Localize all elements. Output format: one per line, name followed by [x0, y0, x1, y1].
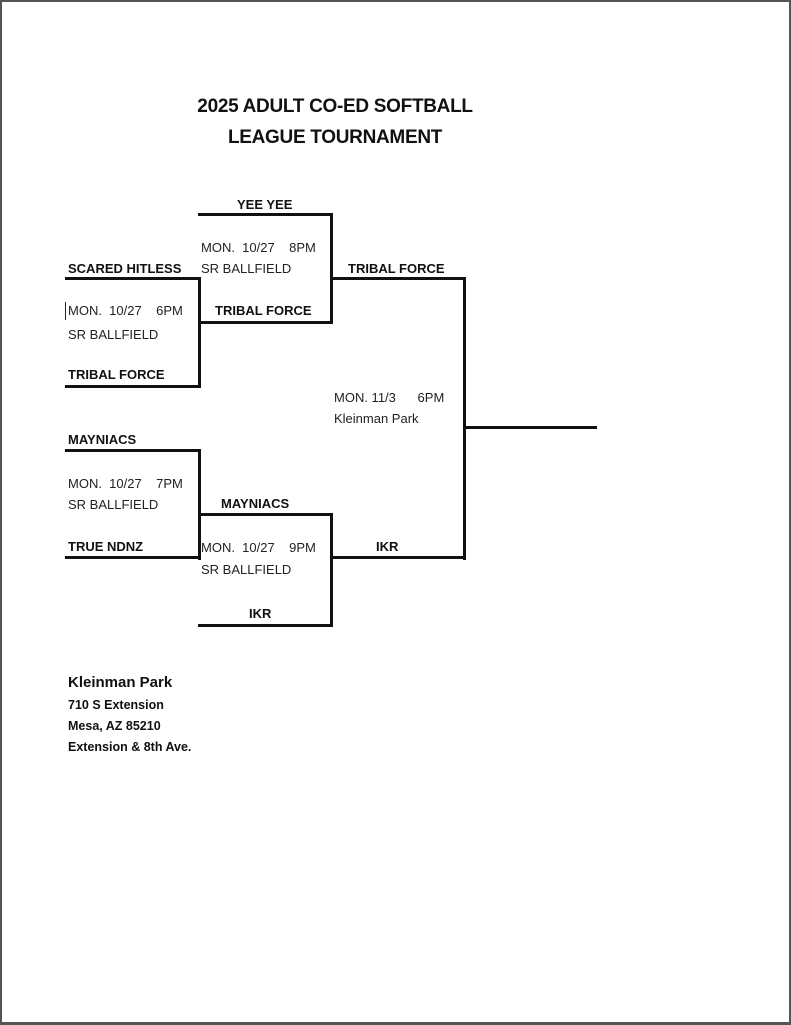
r3-bottom-line — [330, 556, 466, 559]
r3-team-top: TRIBAL FORCE — [348, 261, 445, 276]
r3-location: Kleinman Park — [334, 411, 419, 426]
r3-team-bottom: IKR — [376, 539, 399, 554]
r3-time: MON. 11/3 6PM — [334, 390, 445, 405]
r3-connector — [463, 277, 466, 560]
r1b-team-top: MAYNIACS — [68, 432, 137, 447]
cross-streets: Extension & 8th Ave. — [68, 740, 192, 754]
champion-line — [463, 426, 597, 429]
r1b-game-info: MON. 10/27 7PM SR BALLFIELD — [68, 473, 183, 515]
city-state-zip: Mesa, AZ 85210 — [68, 719, 161, 733]
r2b-team-bottom: IKR — [249, 606, 272, 621]
r2b-top-line — [198, 513, 333, 516]
r1b-top-line — [65, 449, 201, 452]
r3-game-info: MON. 11/3 6PM Kleinman Park — [334, 387, 444, 429]
r1a-team-top: SCARED HITLESS — [68, 261, 182, 276]
r1b-location: SR BALLFIELD — [68, 497, 159, 512]
r2a-game-info: MON. 10/27 8PM SR BALLFIELD — [201, 237, 316, 279]
r2b-bottom-line — [198, 624, 333, 627]
title-line-1: 2025 ADULT CO-ED SOFTBALL — [197, 96, 473, 117]
r1b-bottom-line — [65, 556, 201, 559]
r2a-bottom-line — [198, 321, 333, 324]
r2b-time: MON. 10/27 9PM — [201, 540, 316, 555]
r1a-top-line — [65, 277, 201, 280]
r1b-time: MON. 10/27 7PM — [68, 476, 183, 491]
r1a-connector — [198, 277, 201, 388]
r1a-location: SR BALLFIELD — [68, 327, 159, 342]
r1a-team-bottom: TRIBAL FORCE — [68, 367, 165, 382]
r2a-team-top: YEE YEE — [237, 197, 293, 212]
street-address: 710 S Extension — [68, 698, 164, 712]
r2b-team-top: MAYNIACS — [221, 496, 290, 511]
r2a-location: SR BALLFIELD — [201, 261, 292, 276]
r2b-connector — [330, 513, 333, 627]
r1b-connector — [198, 449, 201, 560]
r1a-bottom-line — [65, 385, 201, 388]
r2a-time: MON. 10/27 8PM — [201, 240, 316, 255]
r2b-game-info: MON. 10/27 9PM SR BALLFIELD — [201, 537, 316, 580]
r3-top-line — [330, 277, 466, 280]
title-line-2: LEAGUE TOURNAMENT — [227, 127, 443, 148]
address-block: Kleinman Park 710 S Extension Mesa, AZ 8… — [68, 674, 191, 758]
r1b-team-bottom: TRUE NDNZ — [68, 539, 144, 554]
r2a-connector — [330, 213, 333, 324]
text-cursor — [65, 302, 66, 320]
r1a-game-info: MON. 10/27 6PM SR BALLFIELD — [68, 300, 183, 345]
r2b-location: SR BALLFIELD — [201, 562, 292, 577]
r2a-top-line — [198, 213, 333, 216]
r2a-team-bottom: TRIBAL FORCE — [215, 303, 312, 318]
r1a-time: MON. 10/27 6PM — [68, 303, 183, 318]
park-name: Kleinman Park — [68, 674, 173, 691]
